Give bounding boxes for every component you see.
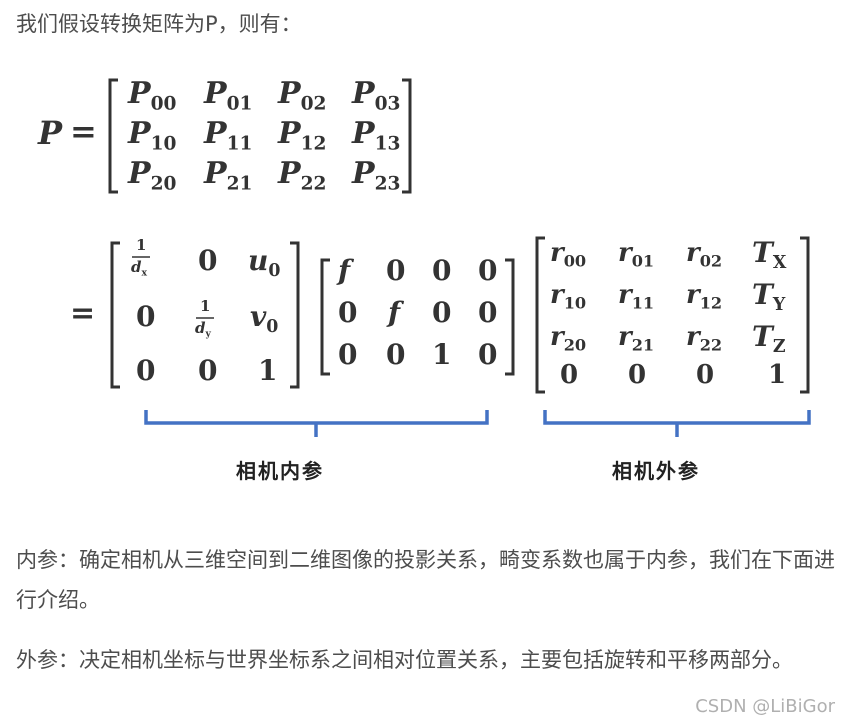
p-cell: P11 [204,116,253,155]
frac-num: 1 [136,236,147,254]
cell: 0 [560,360,579,390]
cell: r10 [550,280,587,313]
p-cell: P21 [204,156,253,195]
cell: 0 [478,338,498,371]
brace-icon [144,410,811,437]
cell: 0 [338,296,358,329]
p-cell: P02 [278,76,327,115]
cell: u0 [248,244,281,282]
cell: 0 [478,254,498,287]
watermark: CSDN @LiBiGor [695,696,835,717]
p-cell: P01 [204,76,253,115]
cell: 0 [386,338,406,371]
cell: TZ [752,320,786,358]
cell: 0 [198,354,218,387]
cell: r02 [686,238,723,271]
cell: r00 [550,238,587,271]
cell: r21 [618,322,655,355]
p-cell: P20 [128,156,177,195]
cell: 0 [696,360,715,390]
cell: 0 [136,300,156,333]
equals-sign-2: = [70,296,96,331]
frac-num: 1 [200,297,211,315]
frac-den: dx [131,258,148,279]
p-cell: P00 [128,76,177,115]
cell: 0 [198,244,218,277]
cell: 1 [768,360,787,390]
cell: r20 [550,322,587,355]
frac-den: dy [195,319,211,340]
cell: TY [752,278,786,316]
p-cell: P10 [128,116,177,155]
p-cell: P13 [352,116,401,155]
extrinsic-label: 相机外参 [612,459,700,483]
cell: 1 [258,354,278,387]
cell: 0 [432,254,452,287]
cell: 0 [338,338,358,371]
cell: 1 [432,338,452,371]
cell: TX [752,236,787,274]
cell: 0 [386,254,406,287]
cell: r12 [686,280,723,313]
cell: f [388,296,401,329]
p-cell: P22 [278,156,327,195]
p-cell: P12 [278,116,327,155]
equals-sign: = [70,112,97,150]
cell: r11 [618,280,655,313]
cell: v0 [250,300,279,338]
p-cell: P23 [352,156,401,195]
paragraph-extrinsic: 外参：决定相机坐标与世界坐标系之间相对位置关系，主要包括旋转和平移两部分。 [16,648,793,672]
cell: f [338,254,351,287]
cell: r01 [618,238,655,271]
intro-text: 我们假设转换矩阵为P，则有： [16,12,302,36]
intrinsic-label: 相机内参 [236,459,324,483]
p-cell: P03 [352,76,401,115]
cell: 0 [478,296,498,329]
cell: 0 [136,354,156,387]
cell: 0 [628,360,647,390]
lhs-symbol: P [38,114,63,152]
cell: 0 [432,296,452,329]
paragraph-intrinsic: 内参：确定相机从三维空间到二维图像的投影关系，畸变系数也属于内参，我们在下面进行… [16,548,835,612]
cell: r22 [686,322,723,355]
